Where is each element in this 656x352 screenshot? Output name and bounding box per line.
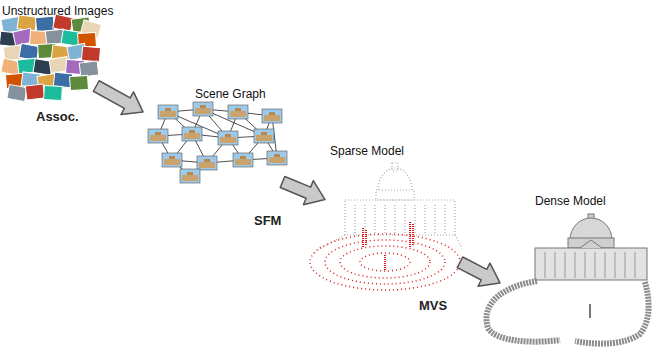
stage-heading: Unstructured Images: [0, 3, 117, 19]
sparse-building: [345, 200, 455, 235]
dense-obelisk: [589, 304, 591, 318]
photo-collage: [81, 46, 100, 62]
photo-collage: [35, 16, 54, 32]
photo-collage: [7, 85, 27, 102]
graph-photos: [254, 129, 274, 143]
step-label: MVS: [418, 298, 448, 313]
edge-label-holder: SFM: [253, 211, 282, 229]
dense-building: [545, 252, 635, 278]
sparse-building: [392, 163, 398, 171]
dense-obelisk: [589, 304, 591, 318]
block-arrow: [280, 176, 325, 204]
sparse-points: [363, 222, 413, 270]
sparse-building: [318, 235, 462, 250]
sparse-building: [318, 163, 462, 250]
edge-label-holder: Assoc.: [35, 107, 80, 125]
graph-photos: [233, 153, 253, 167]
stage-heading: Scene Graph: [143, 86, 293, 102]
dense-building: [580, 240, 602, 248]
graph-photos: [262, 109, 282, 123]
dense-colonnade: [486, 281, 648, 344]
sparse-points: [310, 222, 460, 290]
dense-colonnade: [486, 281, 560, 342]
graph-photos: [267, 151, 287, 165]
stage-heading: Dense Model: [500, 193, 654, 209]
photo-collage: [70, 75, 89, 90]
dense-building: [535, 214, 647, 280]
sparse-building: [376, 190, 414, 200]
graph-photos: [148, 102, 287, 183]
block-arrow: [93, 81, 143, 115]
photo-collage: [19, 44, 39, 61]
graph-photos: [228, 105, 248, 119]
graph-photos: [180, 169, 200, 183]
graph-photos: [162, 153, 182, 167]
sparse-building: [355, 205, 445, 235]
graph-photos: [158, 105, 178, 119]
dense-colonnade: [575, 282, 649, 344]
sparse-building: [378, 168, 412, 190]
dense-building: [570, 218, 612, 240]
step-label: Assoc.: [35, 109, 80, 124]
stage-panel: Sparse Model: [325, 143, 460, 300]
graph-photos: [148, 129, 168, 143]
graph-photos: [197, 156, 217, 170]
stage-heading: Sparse Model: [325, 143, 460, 159]
photo-collage: [79, 61, 99, 77]
photo-collage: [25, 84, 45, 100]
dense-building: [568, 238, 614, 248]
photo-collage: [0, 14, 102, 101]
graph-photos: [218, 131, 238, 145]
photo-collage: [44, 86, 63, 101]
edge-label-holder: MVS: [418, 296, 448, 314]
stage-panel: Unstructured Images: [0, 3, 117, 86]
block-arrow: [457, 257, 500, 286]
graph-photos: [182, 127, 202, 141]
graph-photos: [193, 102, 213, 116]
step-label: SFM: [253, 213, 282, 228]
stage-panel: Scene Graph: [143, 86, 293, 182]
stage-panel: Dense Model: [500, 193, 654, 348]
dense-building: [535, 248, 647, 280]
